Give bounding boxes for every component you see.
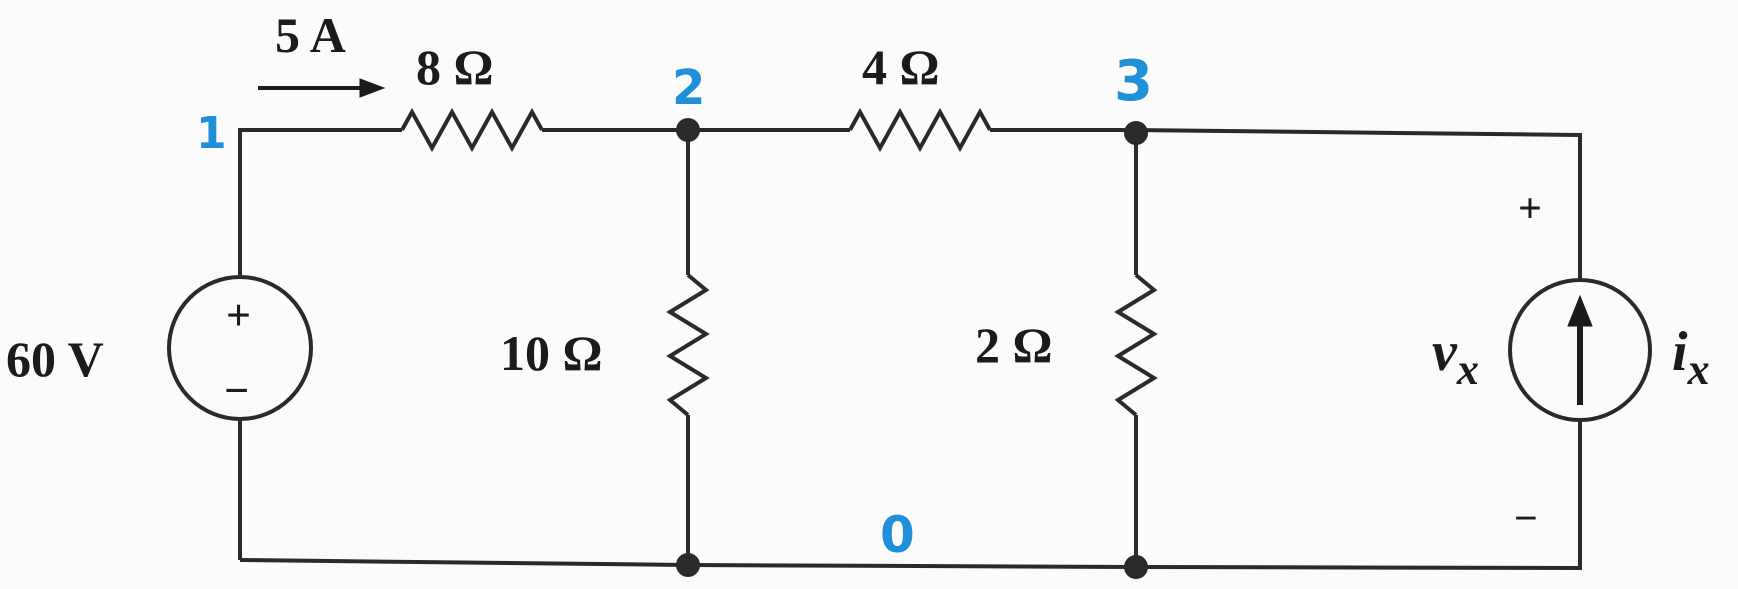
- node-label-0: 0: [880, 506, 915, 564]
- resistor-10-ohm: [666, 273, 710, 417]
- r2-label: 4 Ω: [862, 39, 940, 95]
- wire-left-top: [238, 128, 402, 275]
- resistor-8-ohm: [400, 107, 544, 153]
- junction-node-3: [1124, 121, 1148, 145]
- node-label-2: 2: [672, 60, 705, 116]
- r1-label: 8 Ω: [416, 39, 494, 95]
- node-label-1: 1: [196, 108, 227, 159]
- junction-dots: [676, 118, 1148, 579]
- source-plus: +: [226, 291, 251, 340]
- current-source: [1508, 278, 1652, 422]
- wire-top-right: [990, 128, 1582, 282]
- resistor-4-ohm: [848, 107, 992, 153]
- current-arrow-icon: [258, 78, 386, 98]
- current-label: 5 A: [275, 7, 346, 63]
- resistor-2-ohm: [1114, 273, 1158, 417]
- vx-minus: −: [1514, 496, 1538, 542]
- voltage-source: [167, 275, 313, 421]
- vx-plus: +: [1518, 186, 1542, 232]
- junction-bottom-3: [1124, 555, 1148, 579]
- source-label: 60 V: [6, 331, 104, 387]
- ix-label: ix: [1672, 321, 1710, 394]
- r4-label: 2 Ω: [975, 317, 1053, 373]
- junction-node-2: [676, 118, 700, 142]
- vx-label: vx: [1432, 321, 1479, 394]
- junction-bottom-2: [676, 553, 700, 577]
- current-source-arrow-icon: [1567, 294, 1593, 405]
- r3-label: 10 Ω: [500, 325, 603, 381]
- source-minus: −: [224, 366, 249, 415]
- node-label-3: 3: [1114, 49, 1153, 114]
